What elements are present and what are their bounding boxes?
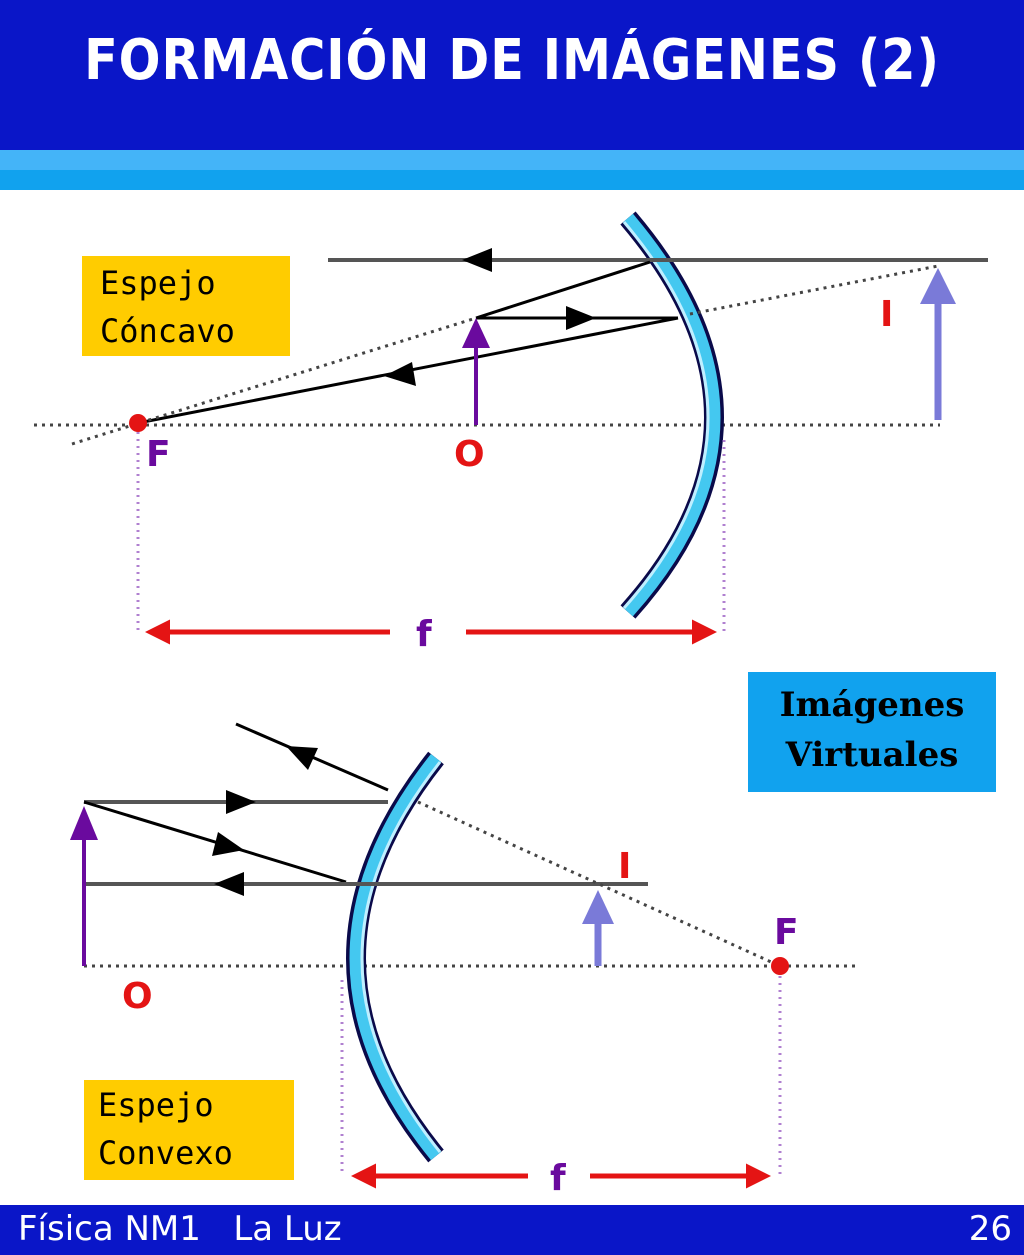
concave-extension-left bbox=[71, 316, 477, 446]
convex-ray-arrow-2 bbox=[286, 746, 318, 770]
convex-focus-label: F bbox=[774, 912, 799, 953]
concave-label-line1: Espejo bbox=[100, 264, 216, 302]
convex-label-line2: Convexo bbox=[98, 1134, 233, 1172]
concave-focus-label: F bbox=[146, 434, 171, 475]
convex-section: F O I Espejo Convexo f bbox=[70, 722, 860, 1199]
convex-ray-to-mirror bbox=[83, 800, 347, 884]
convex-mirror bbox=[349, 753, 442, 1161]
concave-focal-label: f bbox=[416, 614, 432, 655]
concave-object-label: O bbox=[454, 434, 485, 475]
concave-object-arrowhead bbox=[462, 318, 490, 348]
virtual-images-badge: Imágenes Virtuales bbox=[748, 672, 996, 792]
convex-focus-point bbox=[771, 957, 789, 975]
convex-label-box bbox=[84, 1080, 294, 1180]
concave-image-arrowhead bbox=[920, 268, 956, 304]
concave-ray-arrow-3 bbox=[384, 362, 416, 386]
header-stripe-light bbox=[0, 150, 1024, 170]
convex-object-arrowhead bbox=[70, 806, 98, 840]
concave-mirror-highlight bbox=[622, 221, 710, 609]
badge-line2: Virtuales bbox=[785, 735, 959, 775]
convex-extension-to-focus bbox=[417, 800, 781, 968]
header-stripe-mid bbox=[0, 170, 1024, 190]
convex-image-arrowhead bbox=[582, 890, 614, 924]
concave-section: Espejo Cóncavo F O I bbox=[34, 211, 988, 655]
convex-image-label: I bbox=[618, 846, 631, 887]
concave-ray-arrow-2 bbox=[566, 306, 596, 330]
page-title: FORMACIÓN DE IMÁGENES (2) bbox=[84, 28, 940, 93]
badge-box bbox=[748, 672, 996, 792]
convex-mirror-highlight bbox=[360, 761, 442, 1153]
badge-line1: Imágenes bbox=[780, 685, 965, 725]
concave-extension-right bbox=[689, 264, 939, 316]
concave-mirror bbox=[623, 213, 721, 617]
convex-ray-arrow-3 bbox=[212, 832, 244, 856]
concave-ray-arrow-1 bbox=[462, 248, 492, 272]
header-banner: FORMACIÓN DE IMÁGENES (2) bbox=[0, 0, 1024, 150]
concave-ray-object-to-mirror bbox=[475, 260, 651, 320]
footer-course-label: Física NM1 La Luz bbox=[18, 1209, 342, 1249]
footer-bar: Física NM1 La Luz 26 bbox=[0, 1205, 1024, 1255]
convex-ray-arrow-4 bbox=[214, 872, 244, 896]
convex-object-label: O bbox=[122, 976, 153, 1017]
mirror-diagram: Espejo Cóncavo F O I bbox=[34, 211, 996, 1199]
convex-focal-label: f bbox=[550, 1158, 566, 1199]
convex-label-line1: Espejo bbox=[98, 1086, 214, 1124]
concave-label-line2: Cóncavo bbox=[100, 312, 235, 350]
convex-ray-arrow-1 bbox=[226, 790, 256, 814]
concave-image-label: I bbox=[880, 294, 893, 335]
concave-focus-point bbox=[129, 414, 147, 432]
footer-page-number: 26 bbox=[968, 1209, 1012, 1249]
concave-label-box bbox=[82, 256, 290, 356]
